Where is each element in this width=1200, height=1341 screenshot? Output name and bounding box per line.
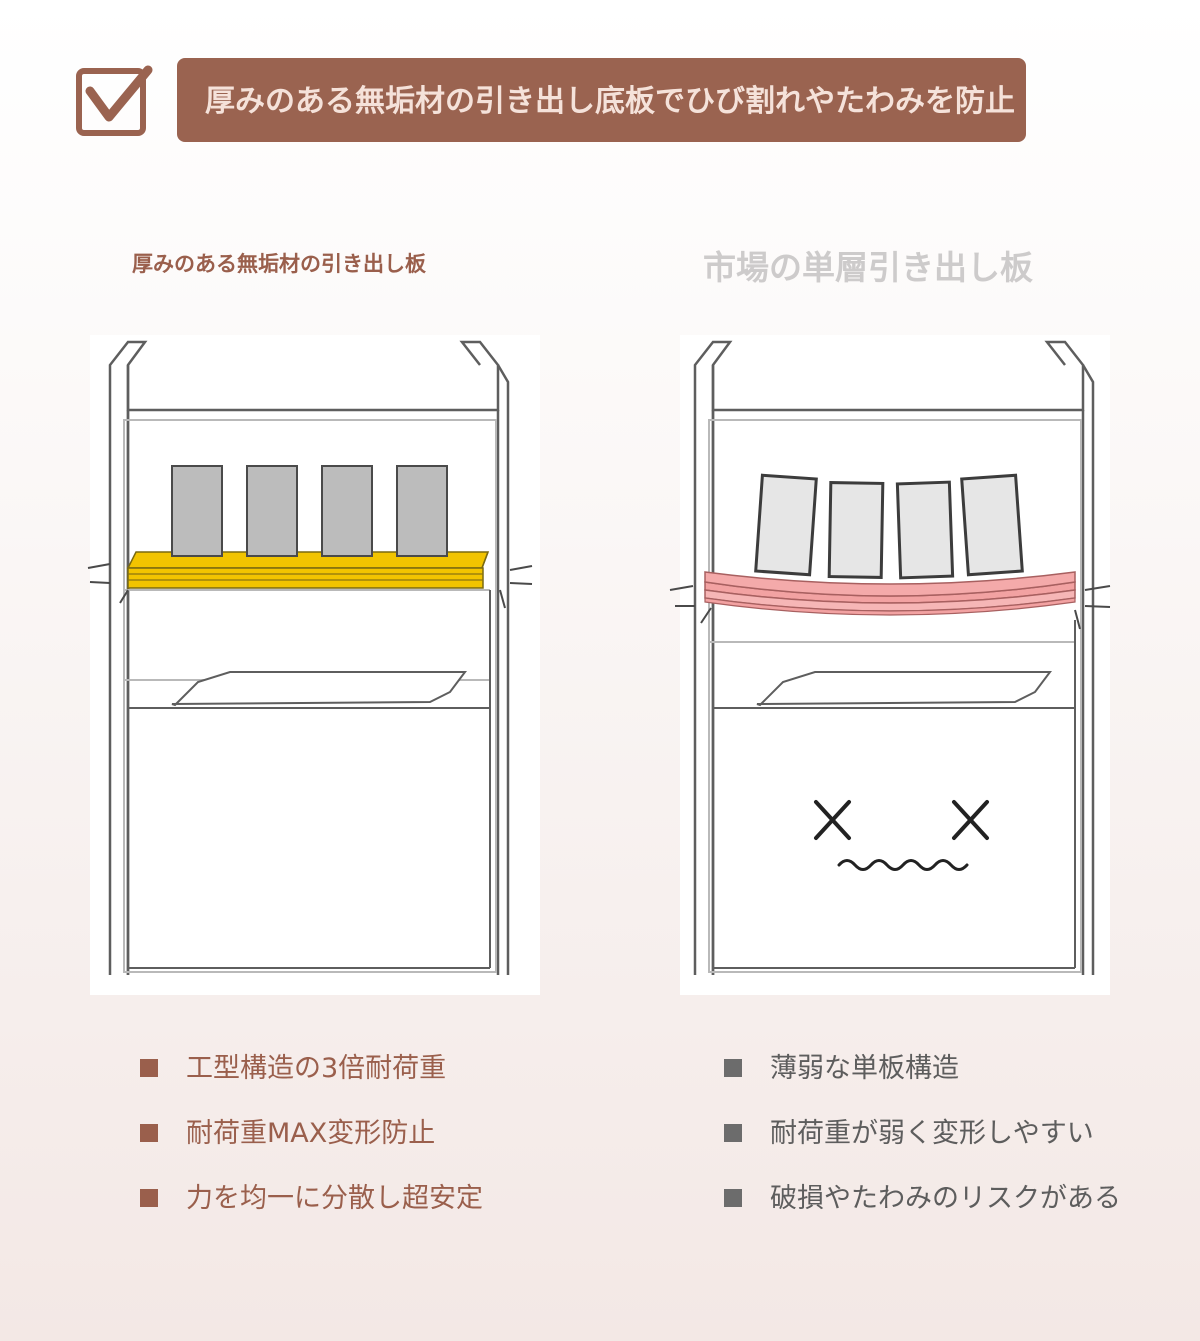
bullet-square-icon [724,1189,742,1207]
bullet-square-icon [724,1124,742,1142]
sad-face-icon [814,800,989,871]
header-banner-text: 厚みのある無垢材の引き出し底板でひび割れやたわみを防止 [205,84,1015,119]
solid-wood-drawer-illustration [87,335,540,995]
header-banner [177,58,1026,142]
checkbox-check-icon [76,65,153,136]
bullet-square-icon [140,1059,158,1077]
left-column-title: 厚みのある無垢材の引き出し板 [132,252,426,276]
bent-board [704,571,1076,616]
bullet-square-icon [140,1189,158,1207]
bullet-square-icon [724,1059,742,1077]
single-layer-drawer-illustration [669,335,1111,995]
right-column-title: 市場の単層引き出し板 [703,248,1033,287]
bullet-square-icon [140,1124,158,1142]
thick-board [126,551,490,589]
